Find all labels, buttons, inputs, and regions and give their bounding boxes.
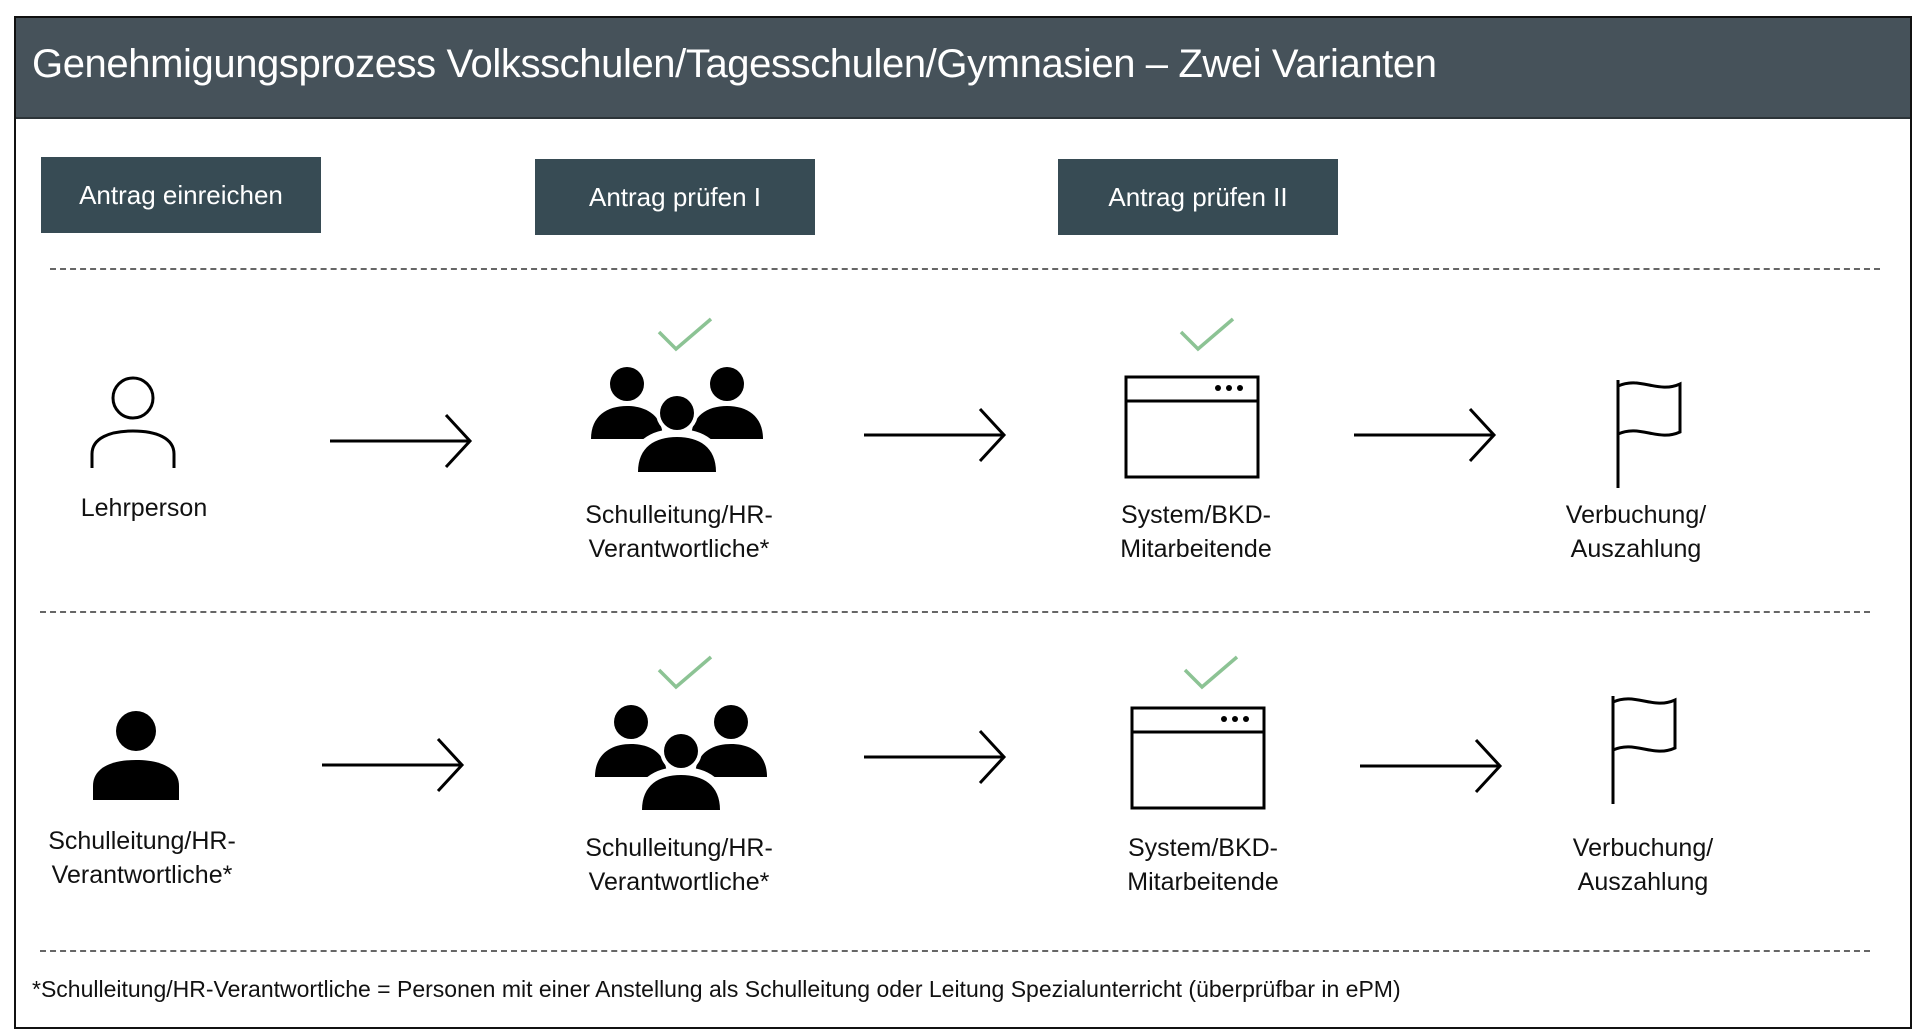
- separator-bottom: [40, 950, 1870, 952]
- checkmark-icon: [656, 654, 714, 692]
- node-label-system: System/BKD- Mitarbeitende: [1046, 498, 1346, 566]
- label-line: System/BKD-: [1120, 501, 1272, 529]
- flag-icon: [1605, 694, 1681, 806]
- footnote: *Schulleitung/HR-Verantwortliche = Perso…: [32, 976, 1401, 1002]
- browser-window-icon: [1130, 706, 1266, 810]
- label-line: Verantwortliche*: [51, 861, 233, 889]
- label-line: System/BKD-: [1127, 834, 1279, 862]
- separator-top: [50, 268, 1880, 270]
- label-line: Schulleitung/HR-: [48, 827, 236, 855]
- flag-icon: [1610, 378, 1686, 490]
- label-line: Verantwortliche*: [588, 868, 770, 896]
- label-line: Lehrperson: [80, 494, 208, 522]
- person-outline-icon: [88, 376, 178, 472]
- node-label-school-management: Schulleitung/HR- Verantwortliche*: [529, 498, 829, 566]
- phase-box-review-2: Antrag prüfen II: [1058, 159, 1338, 235]
- node-label-school-management-submit: Schulleitung/HR- Verantwortliche*: [0, 824, 292, 892]
- node-label-booking: Verbuchung/ Auszahlung: [1493, 831, 1793, 899]
- person-filled-icon: [91, 710, 181, 802]
- arrow-right-icon: [1354, 405, 1498, 465]
- node-label-booking: Verbuchung/ Auszahlung: [1486, 498, 1786, 566]
- arrow-right-icon: [864, 405, 1008, 465]
- phase-box-submit: Antrag einreichen: [41, 157, 321, 233]
- label-line: Mitarbeitende: [1120, 535, 1272, 563]
- node-label-system: System/BKD- Mitarbeitende: [1053, 831, 1353, 899]
- node-label-teacher: Lehrperson: [0, 491, 294, 525]
- group-icon: [591, 366, 763, 476]
- label-line: Auszahlung: [1577, 868, 1709, 896]
- arrow-right-icon: [864, 727, 1008, 787]
- group-icon: [595, 704, 767, 814]
- phase-box-review-1: Antrag prüfen I: [535, 159, 815, 235]
- title-bar: Genehmigungsprozess Volksschulen/Tagessc…: [16, 18, 1910, 119]
- label-line: Verbuchung/: [1565, 501, 1707, 529]
- arrow-right-icon: [330, 411, 474, 471]
- node-label-school-management: Schulleitung/HR- Verantwortliche*: [529, 831, 829, 899]
- arrow-right-icon: [1360, 736, 1504, 796]
- label-line: Schulleitung/HR-: [585, 834, 773, 862]
- arrow-right-icon: [322, 735, 466, 795]
- checkmark-icon: [1178, 316, 1236, 354]
- label-line: Schulleitung/HR-: [585, 501, 773, 529]
- label-line: Mitarbeitende: [1127, 868, 1279, 896]
- browser-window-icon: [1124, 375, 1260, 479]
- label-line: Verbuchung/: [1572, 834, 1714, 862]
- checkmark-icon: [1182, 654, 1240, 692]
- diagram-frame: Genehmigungsprozess Volksschulen/Tagessc…: [14, 16, 1912, 1029]
- separator-middle: [40, 611, 1870, 613]
- checkmark-icon: [656, 316, 714, 354]
- label-line: Verantwortliche*: [588, 535, 770, 563]
- diagram-title: Genehmigungsprozess Volksschulen/Tagessc…: [32, 42, 1437, 86]
- label-line: Auszahlung: [1570, 535, 1702, 563]
